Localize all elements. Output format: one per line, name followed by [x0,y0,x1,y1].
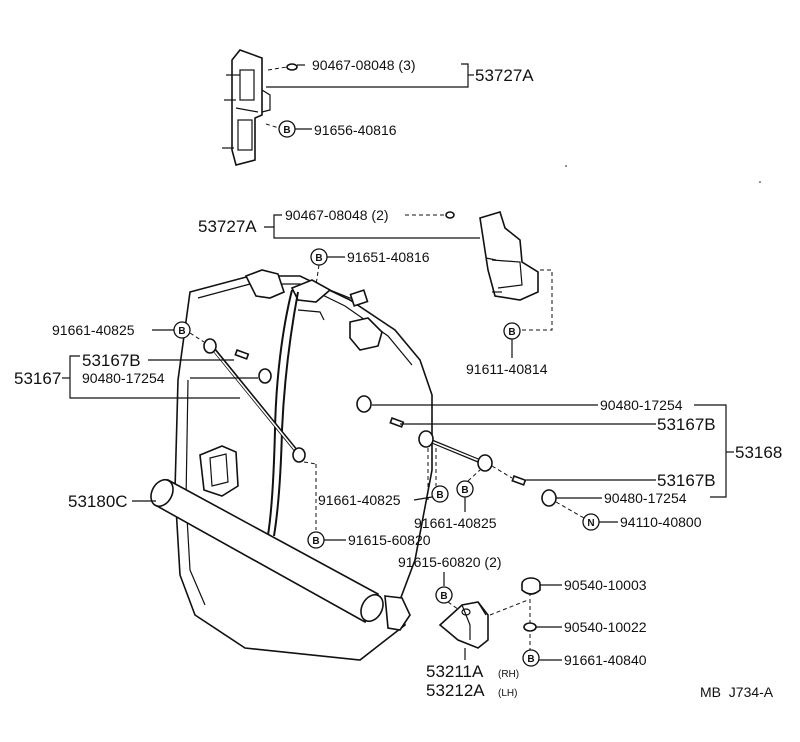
upper-hinge-bracket [222,49,271,166]
gas-strut-right [356,395,557,507]
b-badge-91615-2: B [435,586,453,604]
svg-text:B: B [436,490,443,501]
part-94110-40800: 94110-40800 [620,514,702,530]
svg-text:B: B [461,485,468,496]
mid-screw [445,211,455,219]
part-91611-40814: 91611-40814 [466,361,548,377]
part-53727a-mid: 53727A [198,217,257,236]
b-badge-91615-left: B [307,531,325,549]
part-53727a-top: 53727A [475,66,534,85]
release-cable-right [273,291,299,537]
part-90540-10003: 90540-10003 [564,577,647,593]
part-91651-40816: 91651-40816 [347,249,430,265]
svg-text:B: B [315,253,322,264]
part-90480-17254-right1: 90480-17254 [600,397,683,413]
rubber-stopper-large [521,577,541,595]
lower-bracket [438,601,489,649]
svg-text:B: B [283,125,290,136]
mid-bracket-dashed-guide [520,269,553,331]
part-91615-60820-left: 91615-60820 [348,532,431,548]
b-badge-91656: B [278,120,296,138]
part-90480-17254-left: 90480-17254 [82,370,165,386]
part-90467-08048-3: 90467-08048 (3) [312,57,416,73]
part-91656-40816: 91656-40816 [314,122,397,138]
part-53180c: 53180C [68,492,128,511]
part-91661-40825-center2: 91661-40825 [414,515,497,531]
part-53168: 53168 [735,443,782,462]
svg-text:B: B [508,327,515,338]
b-badge-91661-bottom: B [522,649,540,667]
diagram-reference-code: MB J734-A [700,684,774,700]
part-53212a: 53212A [426,681,485,700]
part-90467-08048-2: 90467-08048 (2) [285,207,389,223]
part-91615-60820-2: 91615-60820 (2) [398,554,502,570]
part-90540-10022: 90540-10022 [564,619,647,635]
part-53212a-side: (LH) [498,688,517,699]
b-badge-91661-center2: B [456,480,474,498]
b-badge-91661-center1: B [431,485,449,503]
part-53167b-left: 53167B [82,351,141,370]
svg-text:N: N [587,518,594,529]
release-cable-left [267,289,293,536]
n-badge-94110: N [582,513,600,531]
part-53211a: 53211A [426,662,484,681]
upper-screw [267,63,305,71]
svg-text:B: B [178,326,185,337]
svg-text:B: B [440,591,447,602]
part-53167b-right1: 53167B [657,415,716,434]
b-badge-91611: B [503,322,521,340]
leader-53727a-mid [264,214,282,228]
leader-53168 [694,404,727,498]
rubber-stopper-small [523,622,537,632]
part-91661-40825-left: 91661-40825 [52,322,135,338]
svg-text:B: B [527,654,534,665]
part-53211a-side: (RH) [498,669,519,680]
roller-tube [150,478,384,624]
gas-strut-left [203,338,306,463]
frame-top-latch-right [349,317,383,351]
frame-side-bracket [199,445,239,497]
part-91661-40840: 91661-40840 [564,652,647,668]
part-53167b-right2: 53167B [657,471,716,490]
frame-top-latch-left [244,269,285,299]
part-53167: 53167 [14,369,61,388]
leader-53167 [69,355,240,399]
b-badge-91651: B [310,248,328,266]
b-badge-91661-left: B [173,321,191,339]
part-91661-40825-center1: 91661-40825 [318,492,401,508]
mid-hinge-bracket [479,211,539,301]
seat-back-frame [174,269,433,661]
svg-text:B: B [312,536,319,547]
part-90480-17254-right2: 90480-17254 [604,490,687,506]
